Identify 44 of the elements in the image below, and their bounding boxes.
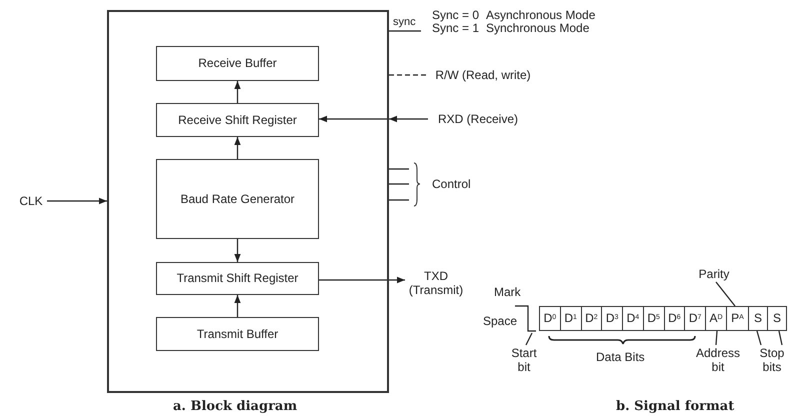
leader-line [525, 332, 533, 346]
arrow [319, 276, 405, 284]
register-box: Baud Rate Generator [156, 159, 319, 239]
arrow [319, 116, 428, 122]
mode-text: Sync = 1 [432, 21, 480, 35]
annotation-text: Stop bits [754, 345, 790, 375]
signal-line [389, 199, 409, 201]
mode-text: Synchronous Mode [486, 21, 590, 35]
caption: a. Block diagram [173, 399, 298, 414]
signal-label: CLK [15, 193, 47, 209]
arrow [234, 137, 241, 159]
arrow [234, 81, 241, 103]
register-box: Transmit Shift Register [156, 262, 319, 295]
register-box: Receive Buffer [156, 46, 319, 81]
leader-line [715, 330, 718, 346]
mode-text: Asynchronous Mode [486, 8, 596, 22]
bit-cell: S [748, 306, 768, 331]
edge-label: sync [393, 17, 416, 28]
group-label: Data Bits [596, 350, 645, 364]
level-label: Mark [494, 285, 521, 299]
leader-line [716, 282, 736, 306]
signal-line [389, 183, 409, 185]
register-box: Receive Shift Register [156, 103, 319, 137]
signal-label: Control [432, 177, 471, 191]
arrow [47, 198, 107, 204]
leader-line [756, 330, 762, 346]
arrow [234, 239, 241, 262]
level-label: Space [483, 314, 518, 328]
leader-line [778, 330, 783, 346]
annotation-text: Start bit [505, 345, 543, 375]
signal-line [389, 30, 421, 32]
arrow [234, 295, 241, 317]
register-box: Transmit Buffer [156, 317, 319, 351]
signal-line [389, 168, 409, 170]
annotation-text: Address bit [690, 345, 746, 375]
signal-label: R/W (Read, write) [428, 67, 538, 83]
signal-label: RXD (Receive) [428, 111, 528, 127]
block-box [107, 10, 389, 393]
signal-label: TXD (Transmit) [405, 268, 467, 298]
annotation-text: Parity [694, 266, 734, 282]
mode-text: Sync = 0 [432, 8, 480, 22]
signal-line [389, 74, 428, 76]
bit-cell: S [767, 306, 787, 331]
caption: b. Signal format [616, 399, 734, 414]
